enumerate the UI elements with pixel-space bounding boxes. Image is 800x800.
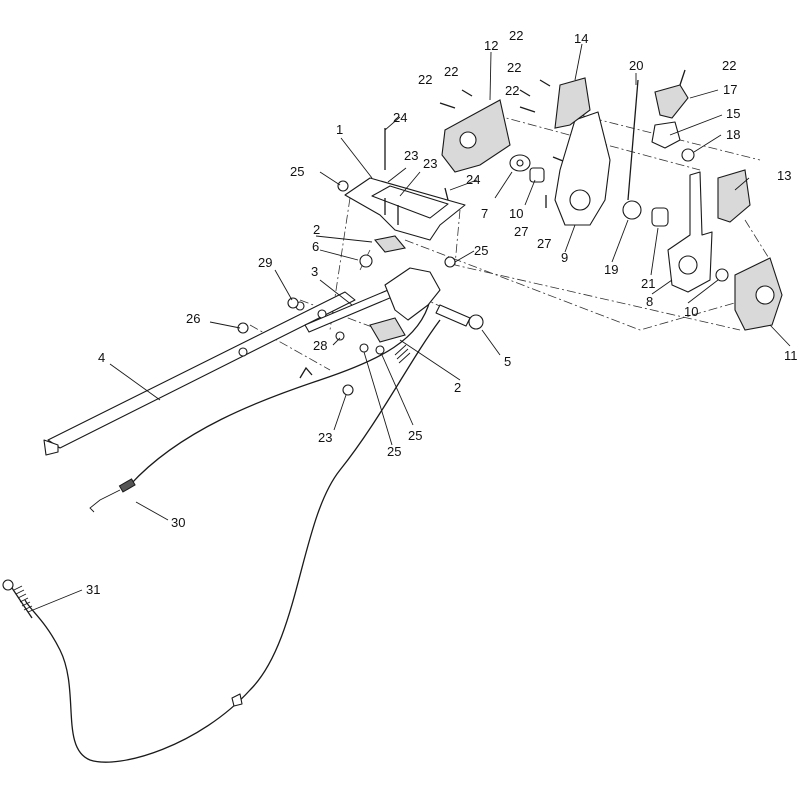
shift-quadrant [384, 267, 441, 321]
callout-10: 10 [509, 206, 523, 221]
callout-19: 19 [604, 262, 618, 277]
spring [394, 344, 411, 364]
part-9-plate [554, 111, 611, 226]
callout-9: 9 [561, 250, 568, 265]
callout-12: 12 [484, 38, 498, 53]
fasteners [237, 69, 686, 396]
part-6-nut [359, 254, 373, 268]
callout-18: 18 [726, 127, 740, 142]
callout-21: 21 [641, 276, 655, 291]
part-2-clip [369, 235, 407, 343]
callout-13: 13 [777, 168, 791, 183]
callout-26: 26 [186, 311, 200, 326]
callout-24a: 24 [393, 110, 407, 125]
callout-22d: 22 [507, 60, 521, 75]
callout-numbers: 1 2 2 3 4 5 6 7 8 9 10 10 11 12 13 14 15… [86, 28, 798, 597]
callout-10b: 10 [684, 304, 698, 319]
part-15-lever [651, 121, 681, 149]
callout-23a: 23 [404, 148, 418, 163]
callout-28: 28 [313, 338, 327, 353]
callout-20: 20 [629, 58, 643, 73]
callout-25b: 25 [474, 243, 488, 258]
part-8-lever [667, 171, 713, 293]
callout-17: 17 [723, 82, 737, 97]
callout-27b: 27 [537, 236, 551, 251]
callout-5: 5 [504, 354, 511, 369]
callout-22a: 22 [418, 72, 432, 87]
callout-23b: 23 [423, 156, 437, 171]
callout-29: 29 [258, 255, 272, 270]
callout-24b: 24 [466, 172, 480, 187]
part-18-washer [681, 148, 695, 162]
callout-23c: 23 [318, 430, 332, 445]
callout-15: 15 [726, 106, 740, 121]
part-13-cover [717, 169, 751, 223]
part-14-lever [554, 77, 591, 129]
callout-22e: 22 [505, 83, 519, 98]
callout-30: 30 [171, 515, 185, 530]
part-10-bushing-2 [715, 268, 729, 282]
part-21-bushing [651, 207, 669, 227]
part-31-cable [2, 319, 441, 763]
callout-22c: 22 [509, 28, 523, 43]
callout-27a: 27 [514, 224, 528, 239]
part-7-washer [509, 154, 531, 172]
part-17-knob [654, 84, 689, 119]
callout-7: 7 [481, 206, 488, 221]
callout-3: 3 [311, 264, 318, 279]
callout-22b: 22 [444, 64, 458, 79]
part-5-bolt [435, 304, 484, 330]
callout-2: 2 [313, 222, 320, 237]
callout-11: 11 [784, 348, 798, 363]
callout-14: 14 [574, 31, 588, 46]
part-10-bushing [529, 167, 545, 183]
part-19-gear [622, 200, 642, 220]
callout-25d: 25 [387, 444, 401, 459]
callout-6: 6 [312, 239, 319, 254]
callout-8: 8 [646, 294, 653, 309]
leader-lines [27, 43, 791, 613]
callout-2b: 2 [454, 380, 461, 395]
callout-25a: 25 [290, 164, 304, 179]
part-11-cover [734, 257, 783, 331]
part-4-shift-rod [43, 291, 356, 456]
part-1-bracket [344, 177, 466, 241]
callout-31: 31 [86, 582, 100, 597]
callout-25c: 25 [408, 428, 422, 443]
callout-22f: 22 [722, 58, 736, 73]
part-12-housing [441, 99, 511, 173]
part-20-pin [627, 79, 639, 201]
part-30-cable [89, 299, 431, 513]
callout-1: 1 [336, 122, 343, 137]
callout-4: 4 [98, 350, 105, 365]
